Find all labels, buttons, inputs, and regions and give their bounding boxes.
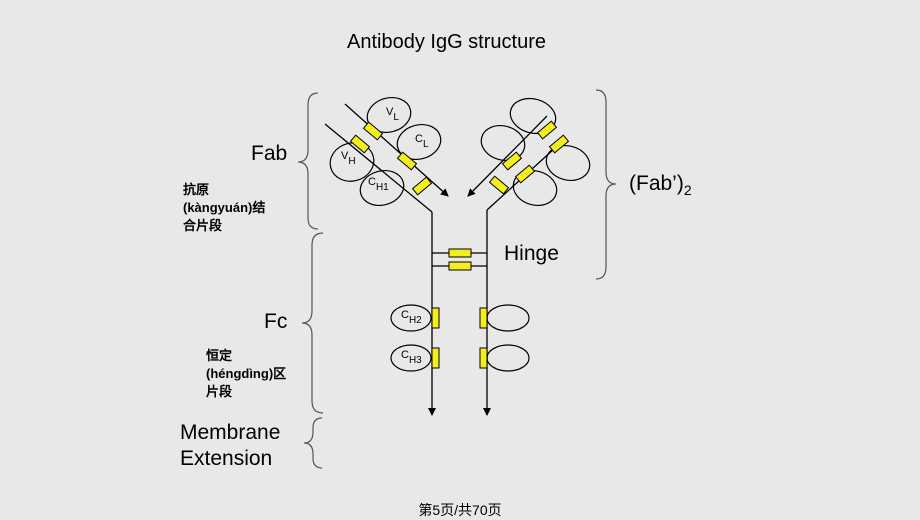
membrane-extension-label: Membrane Extension xyxy=(180,421,281,470)
hinge-disulfide-bond xyxy=(448,261,472,271)
ch3-label: CH3 xyxy=(401,349,422,366)
disulfide-bond xyxy=(349,134,371,154)
right-cl-domain xyxy=(512,170,558,206)
page-footer: 第5页/共70页 xyxy=(418,502,502,518)
disulfide-bond xyxy=(479,347,488,369)
ch1-domain xyxy=(359,170,405,206)
left-heavy-chain-line xyxy=(324,123,433,213)
disulfide-bond xyxy=(431,347,440,369)
hinge-disulfide-bond xyxy=(448,248,472,258)
ch2-label: CH2 xyxy=(401,309,422,326)
right-ch1-domain xyxy=(480,125,526,161)
right-vl-domain xyxy=(545,145,591,181)
cl-label: CL xyxy=(415,133,429,150)
ch3-domain xyxy=(390,344,432,372)
ch2-domain xyxy=(390,304,432,332)
disulfide-bond xyxy=(514,164,536,184)
fc-label: Fc xyxy=(264,310,288,333)
disulfide-bond xyxy=(479,307,488,329)
fab-brace xyxy=(297,92,319,230)
hinge-label: Hinge xyxy=(504,242,559,265)
fab-chinese-note: 抗原 (kàngyuán)结 合片段 xyxy=(183,182,266,233)
disulfide-bond xyxy=(536,120,558,140)
disulfide-bond xyxy=(548,134,570,154)
disulfide-bond xyxy=(501,151,523,171)
right-ch2-domain xyxy=(486,304,530,332)
fab2-label: (Fab’)2 xyxy=(629,172,692,199)
vl-domain xyxy=(366,97,412,133)
disulfide-bond xyxy=(411,176,433,196)
vh-label: VH xyxy=(341,150,356,167)
cl-domain xyxy=(396,124,442,160)
left-light-chain-line xyxy=(344,103,449,197)
right-heavy-chain-line xyxy=(467,115,548,197)
fab2-brace xyxy=(595,89,617,280)
vh-domain xyxy=(329,142,375,182)
fab-label: Fab xyxy=(251,142,288,165)
disulfide-bond xyxy=(362,121,384,141)
disulfide-bond xyxy=(488,175,510,195)
fc-brace xyxy=(301,232,324,414)
diagram-title: Antibody IgG structure xyxy=(347,31,546,53)
right-vh-domain xyxy=(509,97,557,135)
ch1-label: CH1 xyxy=(368,176,389,193)
membrane-brace xyxy=(303,417,323,469)
fc-chinese-note: 恒定 (héngdìng)区 片段 xyxy=(206,348,287,399)
disulfide-bond xyxy=(396,151,418,171)
vl-label: VL xyxy=(386,106,399,123)
right-ch3-domain xyxy=(486,344,530,372)
disulfide-bond xyxy=(431,307,440,329)
